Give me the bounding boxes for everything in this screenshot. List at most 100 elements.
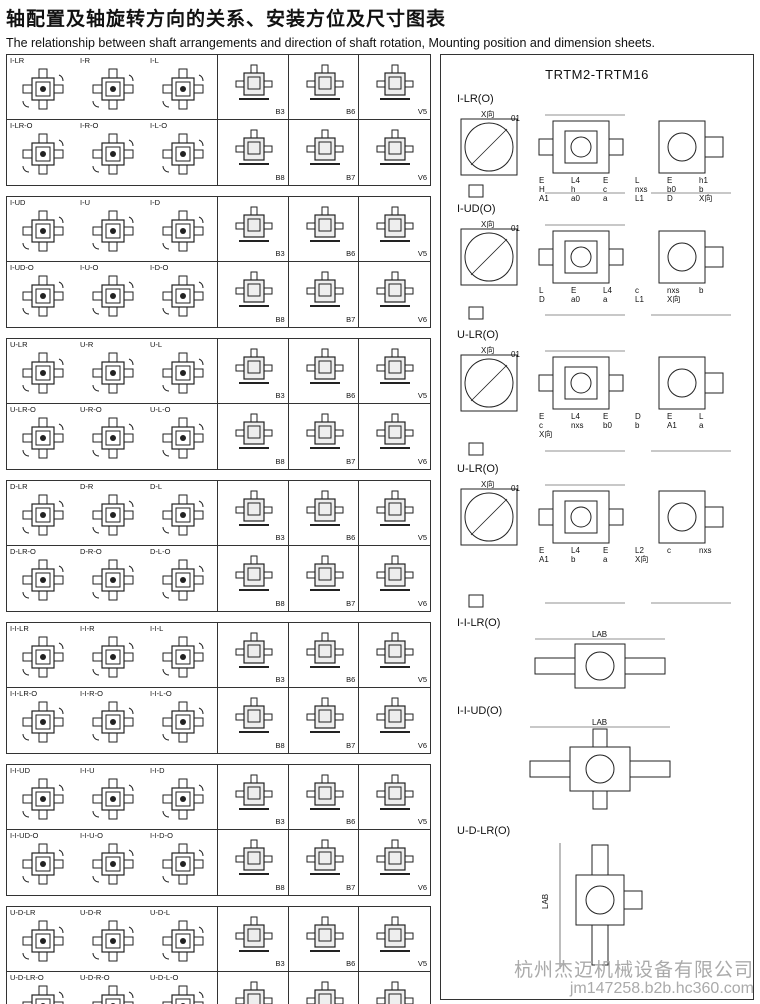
mounting-code: V5 <box>417 249 427 258</box>
mounting-code: V5 <box>417 675 427 684</box>
mounting-code: V6 <box>417 599 427 608</box>
dimension-label: LAB <box>541 894 550 909</box>
dimension-label: nxs <box>667 286 679 295</box>
arrangement-label: I-I-R-O <box>80 689 103 698</box>
arrangement-label: U-D-L <box>150 908 170 917</box>
gearbox-arrangement-icon <box>92 778 134 820</box>
mounting-code: B7 <box>346 173 356 182</box>
dimension-drawing: LAB <box>541 843 643 969</box>
mounting-position-icon <box>376 271 414 307</box>
dimension-label: a0 <box>571 194 580 203</box>
mounting-position-cell: B8 <box>218 830 289 895</box>
dimension-label: L4 <box>571 412 580 421</box>
dimension-label: h1 <box>699 176 708 185</box>
mounting-code: B3 <box>275 959 285 968</box>
mounting-position-cell: V5 <box>359 197 430 261</box>
gearbox-arrangement-icon <box>22 417 64 459</box>
gearbox-arrangement-icon <box>22 352 64 394</box>
arrangement-variant: U-L-O <box>147 404 217 468</box>
dimension-section-label: I-I-LR(O) <box>457 617 501 629</box>
mounting-position-icon <box>306 64 344 100</box>
gearbox-arrangement-icon <box>22 275 64 317</box>
mounting-position-cell: B3 <box>218 339 289 403</box>
dimension-drawing: LAB <box>534 631 666 689</box>
dimension-label: A1 <box>539 555 549 564</box>
gearbox-arrangement-icon <box>162 494 204 536</box>
mounting-position-cell: B6 <box>289 481 360 545</box>
dimension-label: c <box>539 421 543 430</box>
dimension-label: E <box>539 412 544 421</box>
mounting-position-icon <box>235 774 273 810</box>
mounting-position-icon <box>306 271 344 307</box>
model-title: TRTM2-TRTM16 <box>545 67 649 82</box>
dimension-section-label: U-LR(O) <box>457 463 499 475</box>
dimension-label: L4 <box>571 546 580 555</box>
page-title-zh: 轴配置及轴旋转方向的关系、安装方位及尺寸图表 <box>6 9 447 30</box>
arrangement-label: I-I-U <box>80 766 95 775</box>
mounting-position-cell: V5 <box>359 623 430 687</box>
mounting-position-icon <box>306 129 344 165</box>
url-watermark: jm147258.b2b.hc360.com <box>569 980 754 997</box>
arrangement-label: I-R <box>80 56 90 65</box>
mounting-code: V5 <box>417 533 427 542</box>
gearbox-arrangement-icon <box>22 701 64 743</box>
mounting-code: V5 <box>417 391 427 400</box>
dimension-label: LAB <box>592 719 607 727</box>
mounting-position-cell: B8 <box>218 546 289 611</box>
arrangement-variant: I-I-L-O <box>147 688 217 752</box>
gearbox-arrangement-icon <box>92 275 134 317</box>
gearbox-arrangement-icon <box>162 352 204 394</box>
mounting-position-icon <box>306 916 344 952</box>
dimension-label: D <box>539 295 545 304</box>
dimension-label: b <box>699 185 704 194</box>
mounting-position-icon <box>235 129 273 165</box>
mounting-code: B7 <box>346 315 356 324</box>
arrangement-label: U-R <box>80 340 94 349</box>
dimension-label: a <box>603 555 608 564</box>
mounting-position-icon <box>376 490 414 526</box>
gearbox-arrangement-icon <box>92 210 134 252</box>
gearbox-arrangement-icon <box>92 920 134 962</box>
arrangement-variant: I-I-U <box>77 765 147 829</box>
arrangement-label: D-LR-O <box>10 547 36 556</box>
mounting-code: V6 <box>417 457 427 466</box>
dimension-label: L1 <box>635 194 644 203</box>
gearbox-arrangement-icon <box>162 417 204 459</box>
dimension-label: X向 <box>667 294 680 304</box>
dimension-label: X向 <box>635 554 648 564</box>
mounting-position-icon <box>235 413 273 449</box>
arrangement-variant: I-I-R-O <box>77 688 147 752</box>
arrangement-label: U-LR-O <box>10 405 36 414</box>
mounting-position-cell: V6 <box>359 972 430 1004</box>
dimension-label: a <box>699 421 704 430</box>
arrangement-label: I-L-O <box>150 121 168 130</box>
dimension-label: L1 <box>635 295 644 304</box>
dimension-label: H <box>539 185 545 194</box>
dimension-label: 01 <box>511 350 520 359</box>
gearbox-arrangement-icon <box>92 636 134 678</box>
mounting-code: B3 <box>275 249 285 258</box>
mounting-position-cell: V5 <box>359 339 430 403</box>
dimension-section-label: I-I-UD(O) <box>457 705 503 717</box>
gearbox-arrangement-icon <box>92 985 134 1004</box>
dimension-label: X向 <box>539 429 552 439</box>
gearbox-arrangement-icon <box>22 985 64 1004</box>
dimension-section-label: U-D-LR(O) <box>457 825 511 837</box>
arrangement-variant: I-I-D <box>147 765 217 829</box>
gearbox-arrangement-icon <box>162 843 204 885</box>
mounting-code: B3 <box>275 817 285 826</box>
dimension-label: b <box>635 421 640 430</box>
mounting-code: V5 <box>417 959 427 968</box>
dimension-drawing: LAB <box>529 719 671 810</box>
